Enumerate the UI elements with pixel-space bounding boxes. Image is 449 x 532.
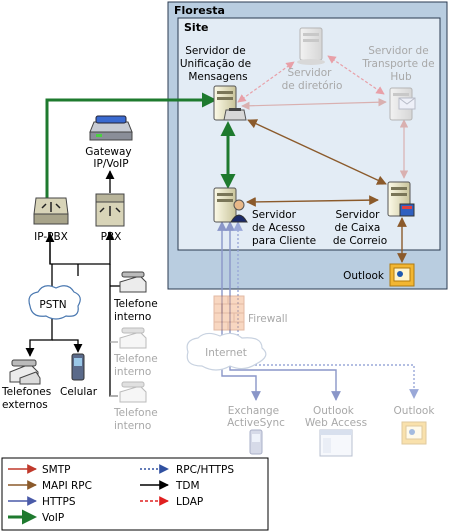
gateway-icon [89, 115, 133, 141]
forest-title: Floresta [174, 4, 225, 17]
activesync-label: Exchange ActiveSync [227, 399, 285, 429]
firewall-label: Firewall [248, 313, 288, 325]
outlook-internal-label: Outlook [343, 270, 385, 282]
internal-phone-2-icon [119, 327, 147, 349]
ldap-um-dir [237, 61, 295, 103]
pstn-cloud-icon [28, 285, 81, 320]
svg-text:HTTPS: HTTPS [42, 496, 76, 508]
mailbox-server-label: Servidor de Caixa de Correio [333, 203, 387, 247]
site-title: Site [184, 21, 208, 34]
legend-tdm: TDM [140, 480, 200, 492]
voip-ippbx-um [45, 92, 217, 198]
ldap-dir-hub [327, 55, 385, 95]
external-phones-label: Telefones externos [1, 380, 56, 411]
internet-label: Internet [205, 347, 247, 359]
activesync-device-icon [249, 429, 263, 455]
directory-server-label: Servidor de diretório [282, 61, 343, 92]
ip-pbx-label: IP-PBX [34, 231, 68, 243]
external-phones-icon [9, 359, 41, 385]
owa-label: Outlook Web Access [305, 399, 367, 429]
svg-text:MAPI RPC: MAPI RPC [42, 480, 92, 492]
smtp-um-hub [241, 98, 387, 110]
svg-text:TDM: TDM [175, 480, 200, 492]
outlook-internal-icon [389, 263, 415, 287]
legend-ldap: LDAP [140, 496, 203, 508]
legend-box [1, 457, 269, 531]
outlook-external-label: Outlook [394, 405, 436, 417]
internet-cloud-icon [186, 332, 267, 371]
ip-pbx-icon [33, 197, 69, 225]
cell-phone-icon [71, 353, 85, 381]
mapi-cas-mbx [246, 195, 379, 207]
internal-phone-3-label: Telefone interno [113, 401, 163, 432]
legend-https: HTTPS [8, 496, 76, 508]
directory-server-icon [297, 27, 325, 65]
cell-label: Celular [60, 386, 98, 398]
gateway-label: Gateway IP/VoIP [85, 140, 136, 170]
pstn-label: PSTN [39, 299, 66, 311]
pbx-icon [95, 193, 125, 227]
internal-phone-3-icon [119, 381, 147, 403]
outlook-external-icon [401, 421, 427, 445]
legend-rpc-https: RPC/HTTPS [140, 464, 234, 476]
um-server-icon [213, 85, 247, 121]
tdm-pstn-phones [25, 318, 53, 357]
internal-phone-label: Telefone interno [113, 292, 163, 323]
cas-server-label: Servidor de Acesso para Cliente [252, 203, 316, 247]
owa-window-icon [319, 429, 353, 457]
legend-voip: VoIP [8, 509, 64, 525]
um-server-label: Servidor de Unificação de Mensagens [180, 39, 256, 83]
svg-text:LDAP: LDAP [176, 496, 203, 508]
mapi-um-mbx [247, 119, 387, 185]
hub-transport-server-icon [389, 87, 416, 121]
hub-transport-server-label: Servidor de Transporte de Hub [361, 39, 439, 83]
pbx-label: PBX [101, 231, 122, 243]
svg-text:VoIP: VoIP [42, 512, 64, 524]
tdm-pstn-cell [52, 339, 83, 353]
svg-text:SMTP: SMTP [42, 464, 70, 476]
svg-text:RPC/HTTPS: RPC/HTTPS [176, 464, 234, 476]
legend-mapi-rpc: MAPI RPC [8, 480, 92, 492]
internal-phone-2-label: Telefone interno [113, 347, 163, 378]
firewall-icon [213, 295, 245, 331]
mailbox-server-icon [387, 181, 415, 217]
legend-smtp: SMTP [8, 464, 70, 476]
internal-phone-icon [119, 271, 147, 293]
cas-server-icon [213, 187, 248, 223]
